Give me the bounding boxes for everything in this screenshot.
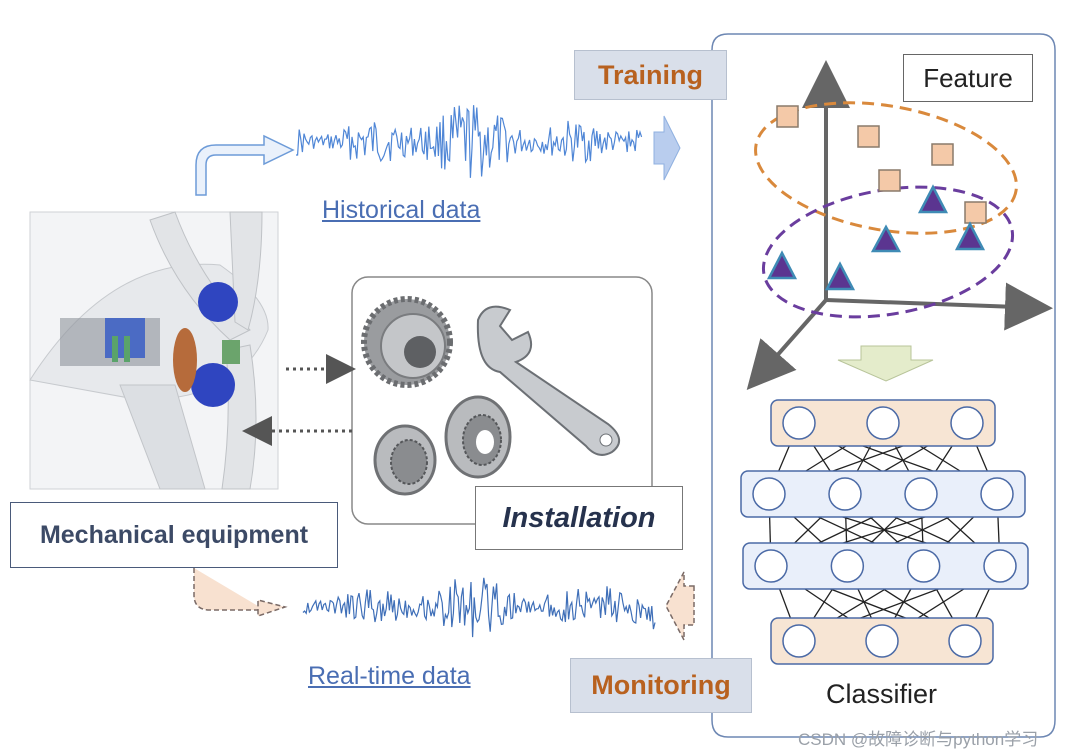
- network-node: [950, 406, 984, 440]
- installation-label: Installation: [475, 486, 683, 550]
- realtime-waveform: [302, 577, 656, 638]
- triangle-point: [870, 224, 902, 253]
- orange-cluster-ellipse: [754, 101, 1018, 235]
- network-node: [782, 624, 816, 658]
- classifier-network: [740, 399, 1029, 665]
- network-node: [906, 549, 941, 583]
- network-node: [904, 477, 938, 511]
- historical-arrow: [195, 134, 295, 196]
- triangle-point: [917, 184, 949, 214]
- triangle-points: [766, 184, 986, 291]
- feature-label: Feature: [903, 54, 1033, 102]
- network-node: [828, 477, 862, 511]
- training-label: Training: [574, 50, 727, 100]
- gear-bearing-wrench-icon: [361, 296, 620, 496]
- square-point: [931, 143, 954, 166]
- triangle-point: [954, 221, 986, 251]
- realtime-arrow: [193, 568, 288, 618]
- triangle-point: [766, 250, 798, 280]
- network-node: [865, 624, 899, 658]
- network-layer: [740, 470, 1026, 518]
- network-layer: [742, 542, 1029, 590]
- network-node: [866, 406, 900, 440]
- network-node: [782, 406, 816, 440]
- square-points: [776, 105, 987, 224]
- network-node: [830, 549, 865, 583]
- network-node: [980, 477, 1014, 511]
- network-node: [983, 549, 1017, 583]
- mechanical-equipment-label: Mechanical equipment: [10, 502, 338, 568]
- square-point: [878, 169, 901, 192]
- monitoring-label: Monitoring: [570, 658, 752, 713]
- wind-turbine-nacelle-icon: [29, 211, 279, 490]
- feature-to-classifier-arrow: [837, 345, 934, 382]
- watermark-text: CSDN @故障诊断与python学习: [798, 730, 1039, 749]
- square-point: [964, 201, 987, 224]
- classifier-label: Classifier: [826, 679, 938, 709]
- historical-waveform: [296, 105, 643, 178]
- historical-data-label: Historical data: [322, 196, 481, 224]
- network-node: [754, 549, 788, 583]
- network-node: [752, 477, 786, 511]
- square-point: [857, 125, 880, 148]
- realtime-data-label: Real-time data: [308, 662, 471, 690]
- triangle-point: [824, 261, 856, 291]
- network-node: [948, 624, 982, 658]
- monitoring-arrow: [665, 571, 695, 641]
- square-point: [776, 105, 799, 128]
- purple-cluster-ellipse: [761, 185, 1015, 319]
- training-arrow: [653, 115, 681, 181]
- right-panel: [711, 33, 1056, 738]
